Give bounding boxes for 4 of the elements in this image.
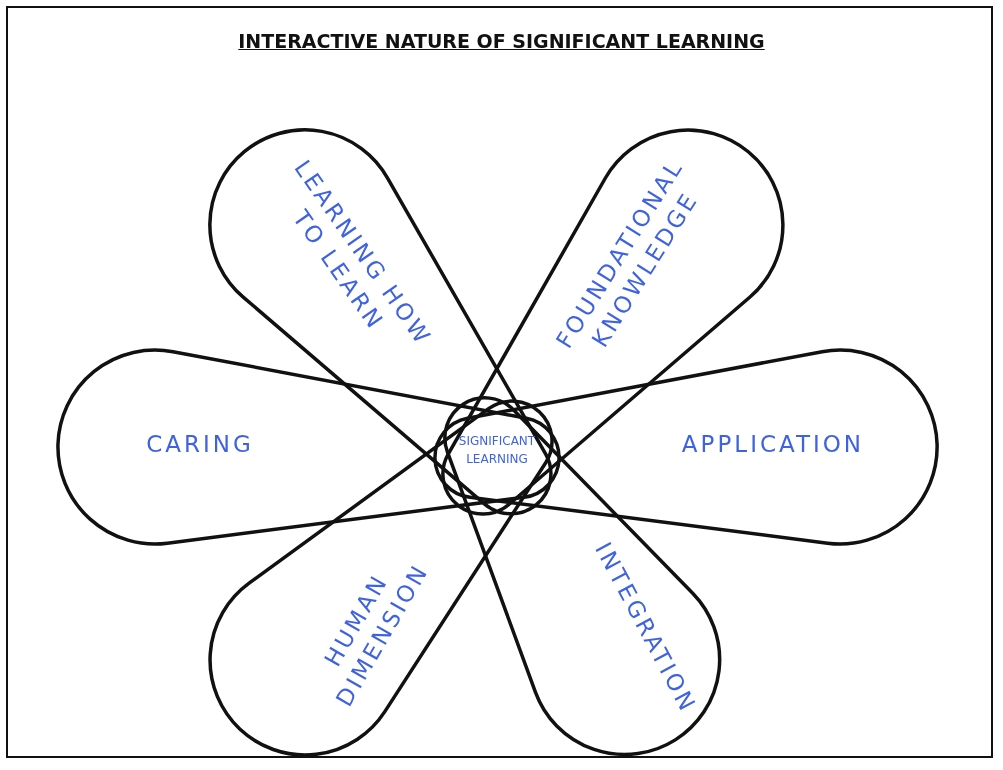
petal-label: CARING — [145, 430, 255, 460]
petal-label: APPLICATION — [680, 430, 866, 460]
center-label: SIGNIFICANT LEARNING — [457, 433, 537, 468]
diagram-title: INTERACTIVE NATURE OF SIGNIFICANT LEARNING — [238, 30, 765, 52]
